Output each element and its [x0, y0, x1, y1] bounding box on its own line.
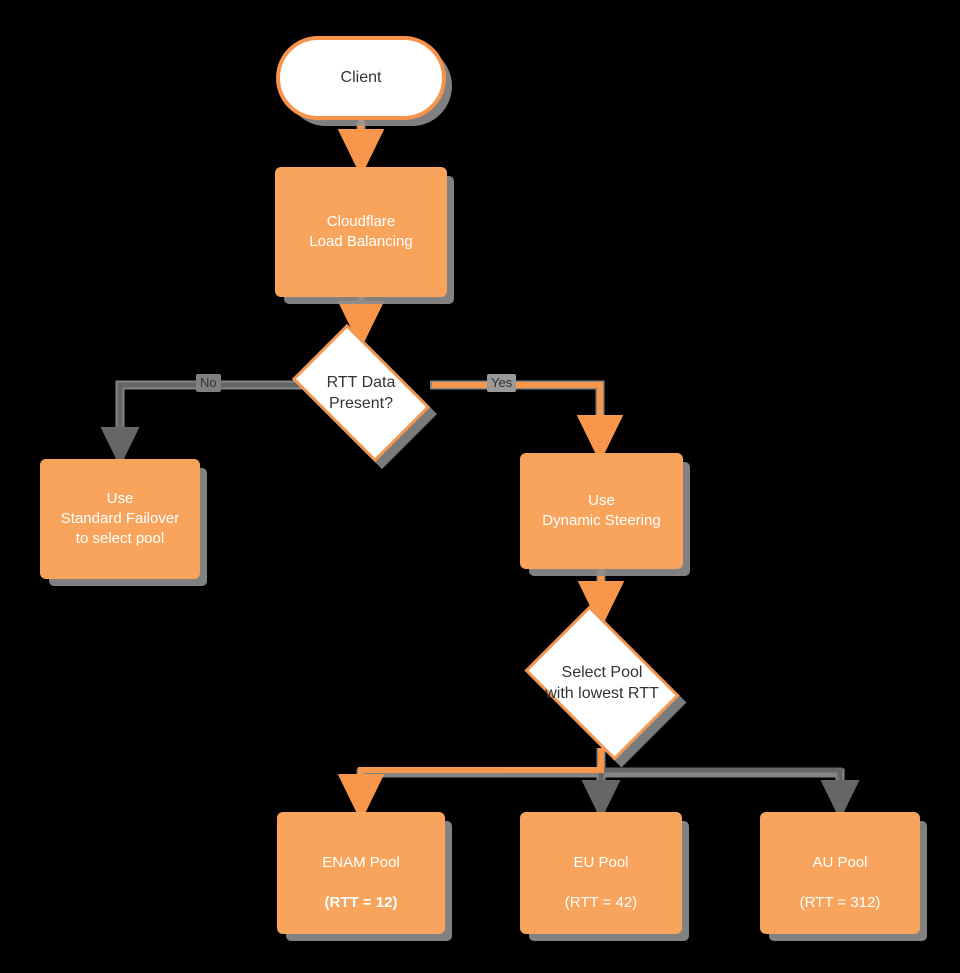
node-enam-pool-label: ENAM Pool (RTT = 12)	[322, 833, 400, 912]
node-cloudflare-load-balancing[interactable]: Cloudflare Load Balancing	[275, 167, 447, 297]
node-enam-pool-line2: (RTT = 12)	[324, 893, 398, 911]
diamond-shape	[524, 605, 680, 761]
node-dynamic-steering-label: Use Dynamic Steering	[542, 492, 661, 529]
node-client[interactable]: Client	[276, 36, 446, 120]
edge-rtt-to-dynamic	[432, 382, 624, 463]
node-dynamic-steering[interactable]: Use Dynamic Steering	[520, 453, 683, 569]
node-select-pool[interactable]: Select Pool with lowest RTT	[512, 605, 692, 768]
node-client-label: Client	[340, 69, 382, 87]
node-au-pool-line1: AU Pool	[812, 854, 868, 872]
node-enam-pool-line1: ENAM Pool	[322, 854, 400, 872]
edge-select-to-au	[601, 767, 860, 821]
node-eu-pool[interactable]: EU Pool (RTT = 42)	[520, 812, 682, 934]
node-eu-pool-line2: (RTT = 42)	[564, 893, 638, 911]
edge-label-yes: Yes	[487, 374, 517, 392]
node-au-pool[interactable]: AU Pool (RTT = 312)	[760, 812, 920, 934]
node-au-pool-line2: (RTT = 312)	[799, 893, 881, 911]
node-enam-pool[interactable]: ENAM Pool (RTT = 12)	[277, 812, 445, 934]
node-cloudflare-load-balancing-label: Cloudflare Load Balancing	[309, 213, 413, 250]
edge-rtt-to-failover	[100, 382, 355, 468]
node-eu-pool-line1: EU Pool	[573, 854, 629, 872]
node-au-pool-label: AU Pool (RTT = 312)	[800, 833, 881, 912]
node-rtt-data-present[interactable]: RTT Data Present?	[278, 324, 444, 469]
node-standard-failover-label: Use Standard Failover to select pool	[60, 490, 180, 547]
node-eu-pool-label: EU Pool (RTT = 42)	[565, 833, 637, 912]
node-standard-failover[interactable]: Use Standard Failover to select pool	[40, 459, 200, 579]
edge-select-to-enam	[337, 748, 604, 822]
edge-label-no: No	[196, 374, 221, 392]
